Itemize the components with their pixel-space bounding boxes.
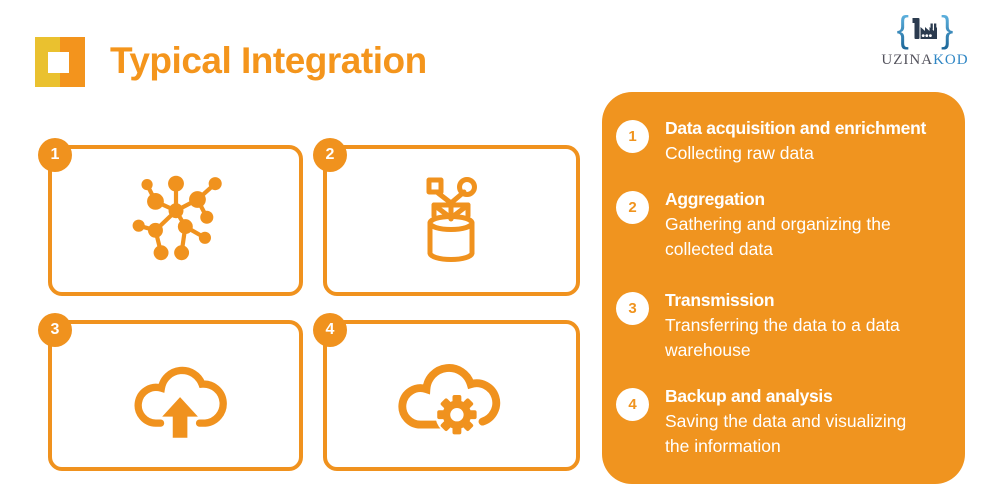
brand-name-uzina: UZINA bbox=[881, 52, 934, 68]
step-text: Transmission Transferring the data to a … bbox=[665, 288, 943, 363]
cloud-gear-icon bbox=[397, 363, 500, 436]
step-title: Data acquisition and enrichment bbox=[665, 118, 927, 138]
step-title: Transmission bbox=[665, 290, 775, 310]
step-description: Saving the data and visualizing the info… bbox=[665, 411, 907, 456]
network-nodes-icon bbox=[132, 175, 222, 260]
factory-icon bbox=[912, 18, 937, 39]
step-text: Backup and analysis Saving the data and … bbox=[665, 384, 943, 459]
step-number-badge: 3 bbox=[616, 292, 649, 325]
brand-name: UZINAKOD bbox=[881, 52, 968, 69]
step-text: Data acquisition and enrichment Collecti… bbox=[665, 116, 943, 166]
step-number-badge: 2 bbox=[616, 191, 649, 224]
step-item-2: 2 Aggregation Gathering and organizing t… bbox=[616, 187, 943, 262]
step-item-1: 1 Data acquisition and enrichment Collec… bbox=[616, 116, 943, 166]
page-title: Typical Integration bbox=[110, 40, 427, 81]
step-item-4: 4 Backup and analysis Saving the data an… bbox=[616, 384, 943, 459]
step-card-4: 4 bbox=[313, 313, 580, 471]
card-number-badge: 4 bbox=[313, 313, 347, 347]
step-number-badge: 4 bbox=[616, 388, 649, 421]
step-description: Gathering and organizing the collected d… bbox=[665, 214, 891, 259]
slide-logo-square bbox=[35, 37, 85, 87]
step-title: Backup and analysis bbox=[665, 386, 833, 406]
data-collection-icon bbox=[426, 176, 477, 262]
right-brace-glyph: } bbox=[941, 9, 954, 50]
step-description: Collecting raw data bbox=[665, 143, 814, 163]
step-title: Aggregation bbox=[665, 189, 765, 209]
steps-panel: 1 Data acquisition and enrichment Collec… bbox=[602, 92, 965, 484]
card-number-badge: 3 bbox=[38, 313, 72, 347]
slide-logo-inner-square bbox=[48, 52, 69, 73]
step-card-1: 1 bbox=[38, 138, 303, 296]
brand-name-kod: KOD bbox=[933, 52, 969, 68]
step-description: Transferring the data to a data warehous… bbox=[665, 315, 900, 360]
card-number-badge: 1 bbox=[38, 138, 72, 172]
uzinakod-logo: { } UZINAKOD bbox=[860, 10, 990, 69]
left-brace-glyph: { bbox=[896, 9, 909, 50]
step-card-2: 2 bbox=[313, 138, 580, 296]
cloud-upload-icon bbox=[134, 366, 227, 438]
card-number-badge: 2 bbox=[313, 138, 347, 172]
step-card-3: 3 bbox=[38, 313, 303, 471]
step-number-badge: 1 bbox=[616, 120, 649, 153]
step-item-3: 3 Transmission Transferring the data to … bbox=[616, 288, 943, 363]
step-text: Aggregation Gathering and organizing the… bbox=[665, 187, 943, 262]
uzinakod-logo-glyphs: { } bbox=[897, 10, 954, 52]
